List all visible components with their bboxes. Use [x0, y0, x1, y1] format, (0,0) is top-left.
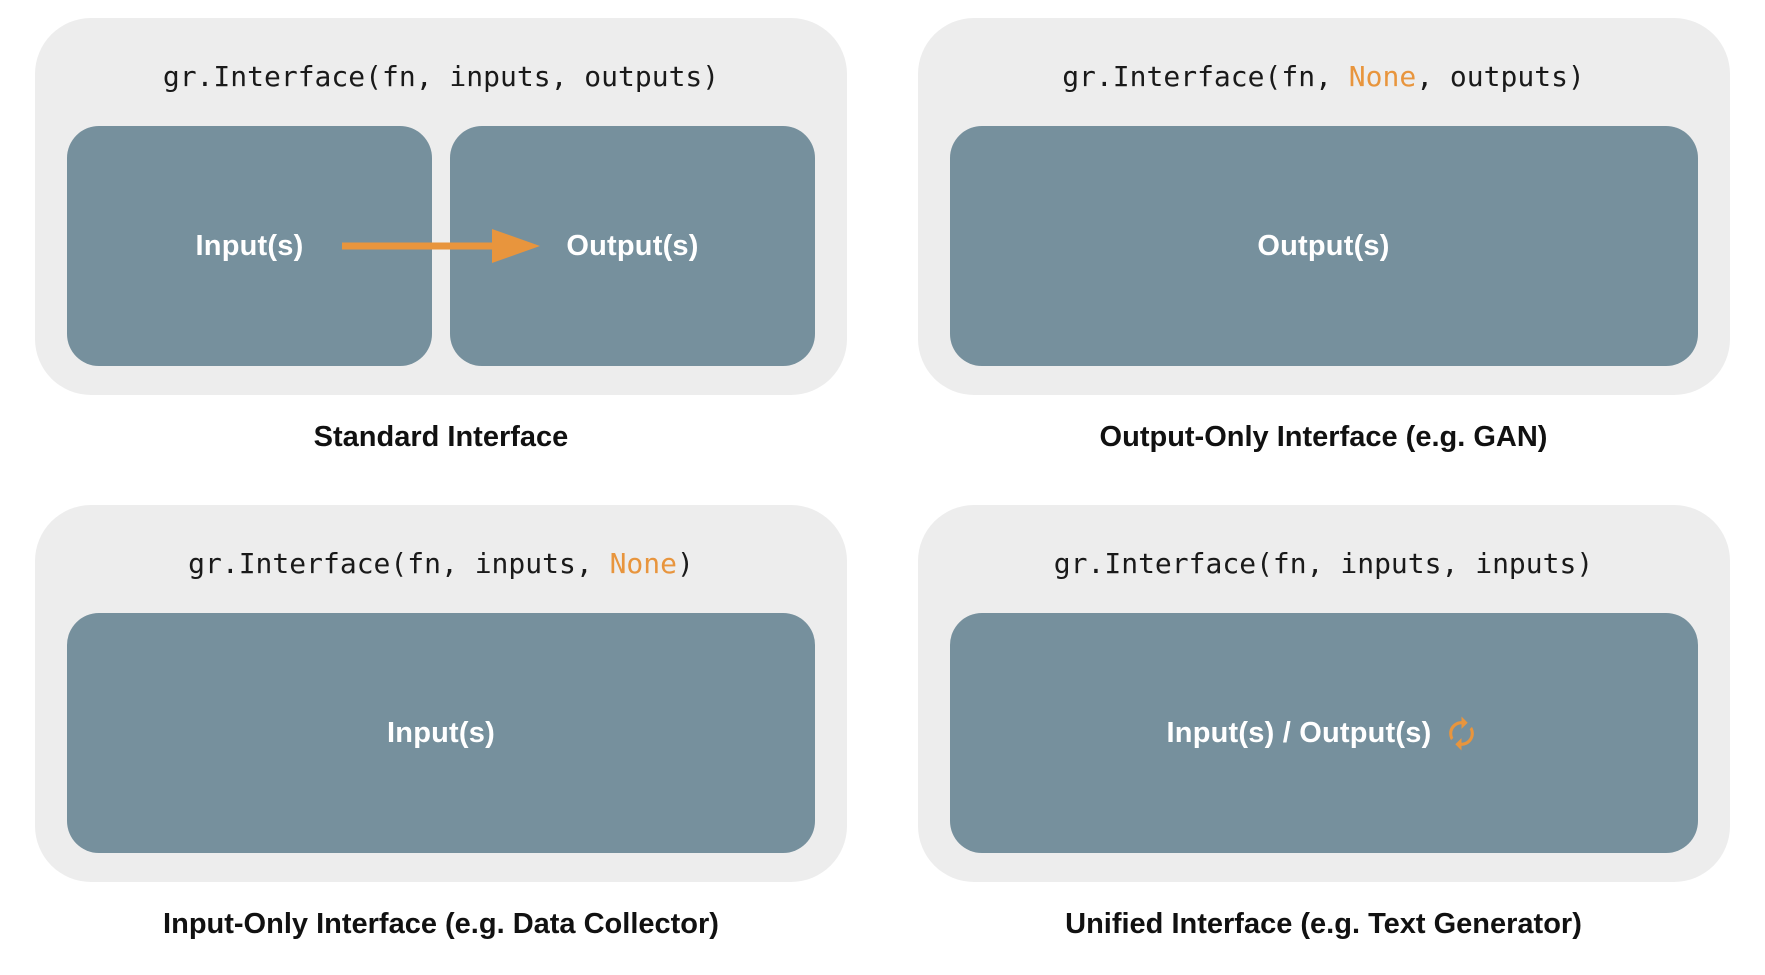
- boxes-row-output-only: Output(s): [949, 126, 1698, 366]
- output-box-label: Output(s): [566, 229, 699, 262]
- caption-output-only: Output-Only Interface (e.g. GAN): [1099, 421, 1548, 453]
- input-box-label: Input(s): [195, 229, 304, 262]
- code-header-standard: gr.Interface(fn, inputs, outputs): [67, 60, 815, 94]
- quadrant-unified: gr.Interface(fn, inputs, inputs) Input(s…: [882, 487, 1765, 975]
- code-text: , outputs): [1416, 60, 1585, 93]
- quadrant-output-only: gr.Interface(fn, None, outputs) Output(s…: [882, 0, 1765, 487]
- code-header-unified: gr.Interface(fn, inputs, inputs): [950, 547, 1698, 581]
- sync-cycle-icon: [1449, 716, 1475, 750]
- boxes-row-standard: Input(s) Output(s): [67, 126, 815, 366]
- input-box: Input(s): [67, 613, 815, 853]
- arrow-right-icon: [342, 229, 540, 263]
- input-box-label: Input(s): [387, 716, 495, 749]
- boxes-row-unified: Input(s) / Output(s): [949, 613, 1698, 853]
- caption-standard: Standard Interface: [313, 421, 569, 453]
- output-box: Output(s): [949, 126, 1698, 366]
- code-text: gr.Interface(fn, inputs, inputs): [1053, 547, 1594, 580]
- panel-input-only: gr.Interface(fn, inputs, None) Input(s): [35, 505, 847, 882]
- panel-output-only: gr.Interface(fn, None, outputs) Output(s…: [917, 18, 1730, 395]
- quadrant-standard: gr.Interface(fn, inputs, outputs) Input(…: [0, 0, 882, 487]
- caption-input-only: Input-Only Interface (e.g. Data Collecto…: [163, 908, 719, 940]
- panel-standard: gr.Interface(fn, inputs, outputs) Input(…: [35, 18, 847, 395]
- quadrant-input-only: gr.Interface(fn, inputs, None) Input(s) …: [0, 487, 882, 975]
- input-output-box: Input(s) / Output(s): [949, 613, 1698, 853]
- code-text: gr.Interface(fn, inputs, outputs): [162, 60, 720, 93]
- code-text: gr.Interface(fn,: [1062, 60, 1349, 93]
- boxes-row-input-only: Input(s): [67, 613, 815, 853]
- input-output-box-label: Input(s) / Output(s): [1166, 716, 1432, 749]
- output-box-label: Output(s): [1257, 229, 1390, 262]
- code-highlight-none: None: [1348, 60, 1417, 93]
- panel-unified: gr.Interface(fn, inputs, inputs) Input(s…: [917, 505, 1730, 882]
- code-header-input-only: gr.Interface(fn, inputs, None): [67, 547, 815, 581]
- code-highlight-none: None: [609, 547, 677, 580]
- code-header-output-only: gr.Interface(fn, None, outputs): [950, 60, 1698, 94]
- code-text: ): [677, 547, 694, 580]
- code-text: gr.Interface(fn, inputs,: [188, 547, 610, 580]
- caption-unified: Unified Interface (e.g. Text Generator): [1065, 908, 1582, 940]
